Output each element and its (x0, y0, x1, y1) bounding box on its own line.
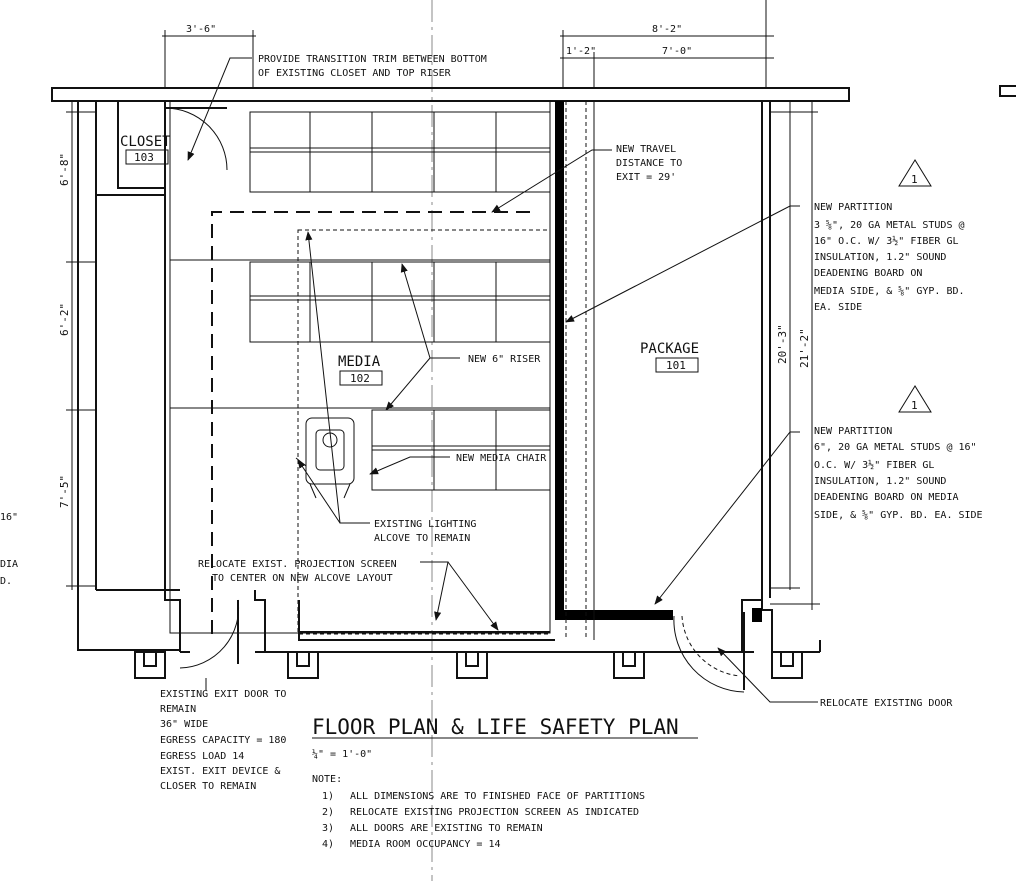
dim-right-2: 21'-2" (798, 328, 811, 368)
travel-callout-line1: NEW TRAVEL (616, 144, 676, 155)
package-number-box (655, 357, 699, 373)
partition2-line4: INSULATION, 1.2" SOUND (814, 476, 946, 487)
closet-number-box (125, 149, 169, 165)
partition1-line6: MEDIA SIDE, & ⅝" GYP. BD. (814, 285, 965, 297)
scale-label: ¼" = 1'-0" (312, 748, 372, 760)
partition2-line5: DEADENING BOARD ON MEDIA (814, 492, 959, 503)
drawing-title: FLOOR PLAN & LIFE SAFETY PLAN (312, 715, 679, 739)
media-number: 102 (350, 372, 370, 385)
riser-callout: NEW 6" RISER (468, 354, 541, 365)
lighting-callout-line2: ALCOVE TO REMAIN (374, 533, 470, 544)
lighting-callout-line1: EXISTING LIGHTING (374, 519, 476, 530)
revision-mark-1: 1 (911, 173, 918, 186)
exterior-walls (51, 85, 1016, 679)
dim-top-right-a: 1'-2" (566, 46, 596, 57)
left-edge-fragment-2: DIA (0, 559, 18, 570)
partition2-line3: O.C. W/ 3½" FIBER GL (814, 459, 934, 471)
closet-walls (95, 100, 228, 196)
dim-right-1: 20'-3" (776, 324, 789, 364)
media-number-box (339, 370, 383, 386)
revision-triangle-2 (898, 385, 932, 413)
revision-mark-2: 1 (911, 399, 918, 412)
partition1-line3: 16" O.C. W/ 3½" FIBER GL (814, 235, 959, 247)
partition2-line1: NEW PARTITION (814, 426, 892, 437)
note-2-number: 2) (322, 807, 334, 818)
travel-callout-line3: EXIT = 29' (616, 172, 676, 183)
dim-top-right-total: 8'-2" (652, 24, 682, 35)
closet-name: CLOSET (120, 134, 171, 150)
note-2-text: RELOCATE EXISTING PROJECTION SCREEN AS I… (350, 807, 639, 818)
package-name: PACKAGE (640, 341, 699, 357)
note-3-text: ALL DOORS ARE EXISTING TO REMAIN (350, 823, 543, 834)
dim-top-left: 3'-6" (186, 24, 216, 35)
partition1-line1: NEW PARTITION (814, 202, 892, 213)
dim-left-1: 6'-8" (58, 153, 71, 186)
relocated-door (673, 612, 745, 693)
chair-callout: NEW MEDIA CHAIR (456, 453, 547, 464)
partition2-line2: 6", 20 GA METAL STUDS @ 16" (814, 442, 977, 453)
exit-door-line5: EGRESS LOAD 14 (160, 751, 244, 762)
notes-heading: NOTE: (312, 774, 342, 785)
exit-door-line3: 36" WIDE (160, 719, 208, 730)
partition1-line7: EA. SIDE (814, 302, 862, 313)
partition2-line6: SIDE, & ⅝" GYP. BD. EA. SIDE (814, 509, 983, 521)
left-edge-fragment-1: 16" (0, 512, 18, 523)
new-partition-wall (555, 101, 564, 612)
exit-door (179, 599, 240, 669)
trim-callout-line2: OF EXISTING CLOSET AND TOP RISER (258, 68, 452, 79)
note-4-text: MEDIA ROOM OCCUPANCY = 14 (350, 839, 501, 850)
partition1-line5: DEADENING BOARD ON (814, 268, 922, 279)
leader-lines (187, 57, 818, 739)
exit-door-line2: REMAIN (160, 704, 196, 715)
package-number: 101 (666, 359, 686, 372)
dimension-lines (66, 0, 820, 610)
relocate-door-callout: RELOCATE EXISTING DOOR (820, 698, 953, 709)
trim-callout-line1: PROVIDE TRANSITION TRIM BETWEEN BOTTOM (258, 54, 487, 65)
note-1-text: ALL DIMENSIONS ARE TO FINISHED FACE OF P… (350, 791, 645, 802)
exit-door-line4: EGRESS CAPACITY = 180 (160, 735, 286, 746)
travel-callout-line2: DISTANCE TO (616, 158, 682, 169)
lighting-alcove (297, 229, 551, 635)
dim-left-2: 6'-2" (58, 303, 71, 336)
screen-callout-line2: TO CENTER ON NEW ALCOVE LAYOUT (212, 573, 393, 584)
wheelchair-figure (295, 417, 355, 499)
egress-path (211, 211, 530, 640)
exit-door-line1: EXISTING EXIT DOOR TO (160, 689, 286, 700)
exit-door-line7: CLOSER TO REMAIN (160, 781, 256, 792)
exit-door-line6: EXIST. EXIT DEVICE & (160, 766, 280, 777)
new-partition-wall-bottom (555, 610, 673, 620)
note-3-number: 3) (322, 823, 334, 834)
note-4-number: 4) (322, 839, 334, 850)
dim-left-3: 7'-5" (58, 475, 71, 508)
partition1-line4: INSULATION, 1.2" SOUND (814, 252, 946, 263)
partition1-line2: 3 ⅝", 20 GA METAL STUDS @ (814, 219, 965, 231)
dim-top-right-b: 7'-0" (662, 46, 692, 57)
note-1-number: 1) (322, 791, 334, 802)
riser-seating-grid (170, 111, 551, 491)
screen-callout-line1: RELOCATE EXIST. PROJECTION SCREEN (198, 559, 397, 570)
left-edge-fragment-3: D. (0, 576, 12, 587)
media-name: MEDIA (338, 354, 381, 370)
closet-number: 103 (134, 151, 154, 164)
revision-triangle-1 (898, 159, 932, 187)
door-jamb (752, 608, 762, 622)
